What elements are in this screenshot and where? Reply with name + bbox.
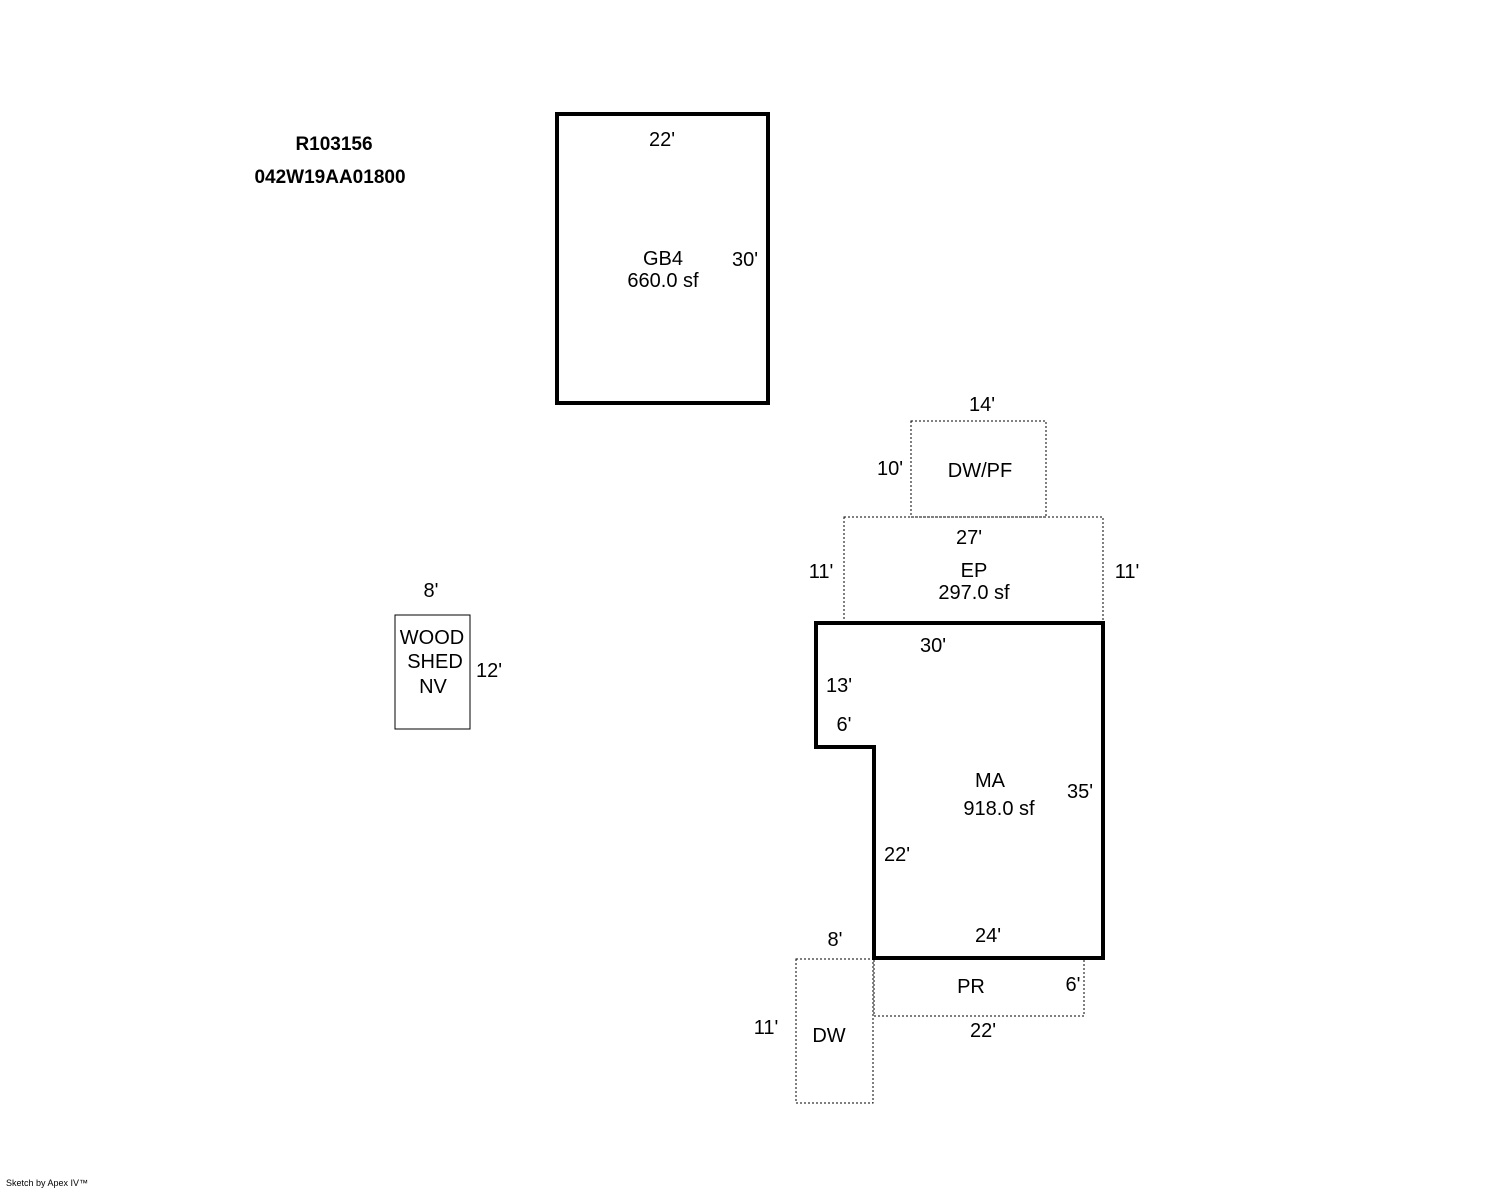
wood-shed-depth-label: 12' <box>476 660 502 682</box>
wood-shed-outline <box>394 614 471 730</box>
main-area-left-upper-label: 13' <box>826 675 852 697</box>
main-area-top-label: 30' <box>920 635 946 657</box>
enclosed-porch-right-depth-label: 11' <box>1115 561 1140 583</box>
garage-area-label: 660.0 sf <box>627 270 699 292</box>
wood-shed-label-line1: WOOD <box>400 627 464 649</box>
driveway-width-label: 8' <box>828 929 843 951</box>
parcel-number: 042W19AA01800 <box>254 167 405 188</box>
deck-top-width-label: 14' <box>969 394 995 416</box>
deck-top-depth-label: 10' <box>877 458 903 480</box>
porch-rear-width-label: 22' <box>970 1020 996 1042</box>
garage-code-label: GB4 <box>643 248 683 270</box>
porch-rear-depth-label: 6' <box>1066 974 1081 996</box>
main-area-outline <box>814 621 1105 960</box>
driveway-code-label: DW <box>812 1025 845 1047</box>
wood-shed-label-line2: SHED <box>407 651 463 673</box>
driveway-depth-label: 11' <box>754 1017 779 1039</box>
enclosed-porch-width-label: 27' <box>956 527 982 549</box>
main-area-right-label: 35' <box>1067 781 1093 803</box>
garage-outline <box>555 112 770 405</box>
main-area-area-label: 918.0 sf <box>963 798 1035 820</box>
property-id: R103156 <box>295 134 372 155</box>
main-area-left-lower-label: 22' <box>884 844 910 866</box>
driveway-outline <box>795 958 874 1104</box>
main-area-code-label: MA <box>975 770 1006 792</box>
enclosed-porch-outline <box>843 516 1104 624</box>
main-area-notch-label: 6' <box>837 714 852 736</box>
garage-depth-label: 30' <box>732 249 758 271</box>
wood-shed-label-line3: NV <box>419 676 447 698</box>
enclosed-porch-left-depth-label: 11' <box>809 561 834 583</box>
garage-width-label: 22' <box>649 129 675 151</box>
sketch-credit: Sketch by Apex IV™ <box>6 1178 88 1188</box>
porch-rear-code-label: PR <box>957 976 985 998</box>
deck-top-outline <box>910 420 1047 518</box>
enclosed-porch-code-label: EP <box>961 560 988 582</box>
porch-rear-outline <box>873 957 1085 1017</box>
deck-top-code-label: DW/PF <box>948 460 1012 482</box>
wood-shed-width-label: 8' <box>424 580 439 602</box>
enclosed-porch-area-label: 297.0 sf <box>938 582 1010 604</box>
main-area-bottom-label: 24' <box>975 925 1001 947</box>
